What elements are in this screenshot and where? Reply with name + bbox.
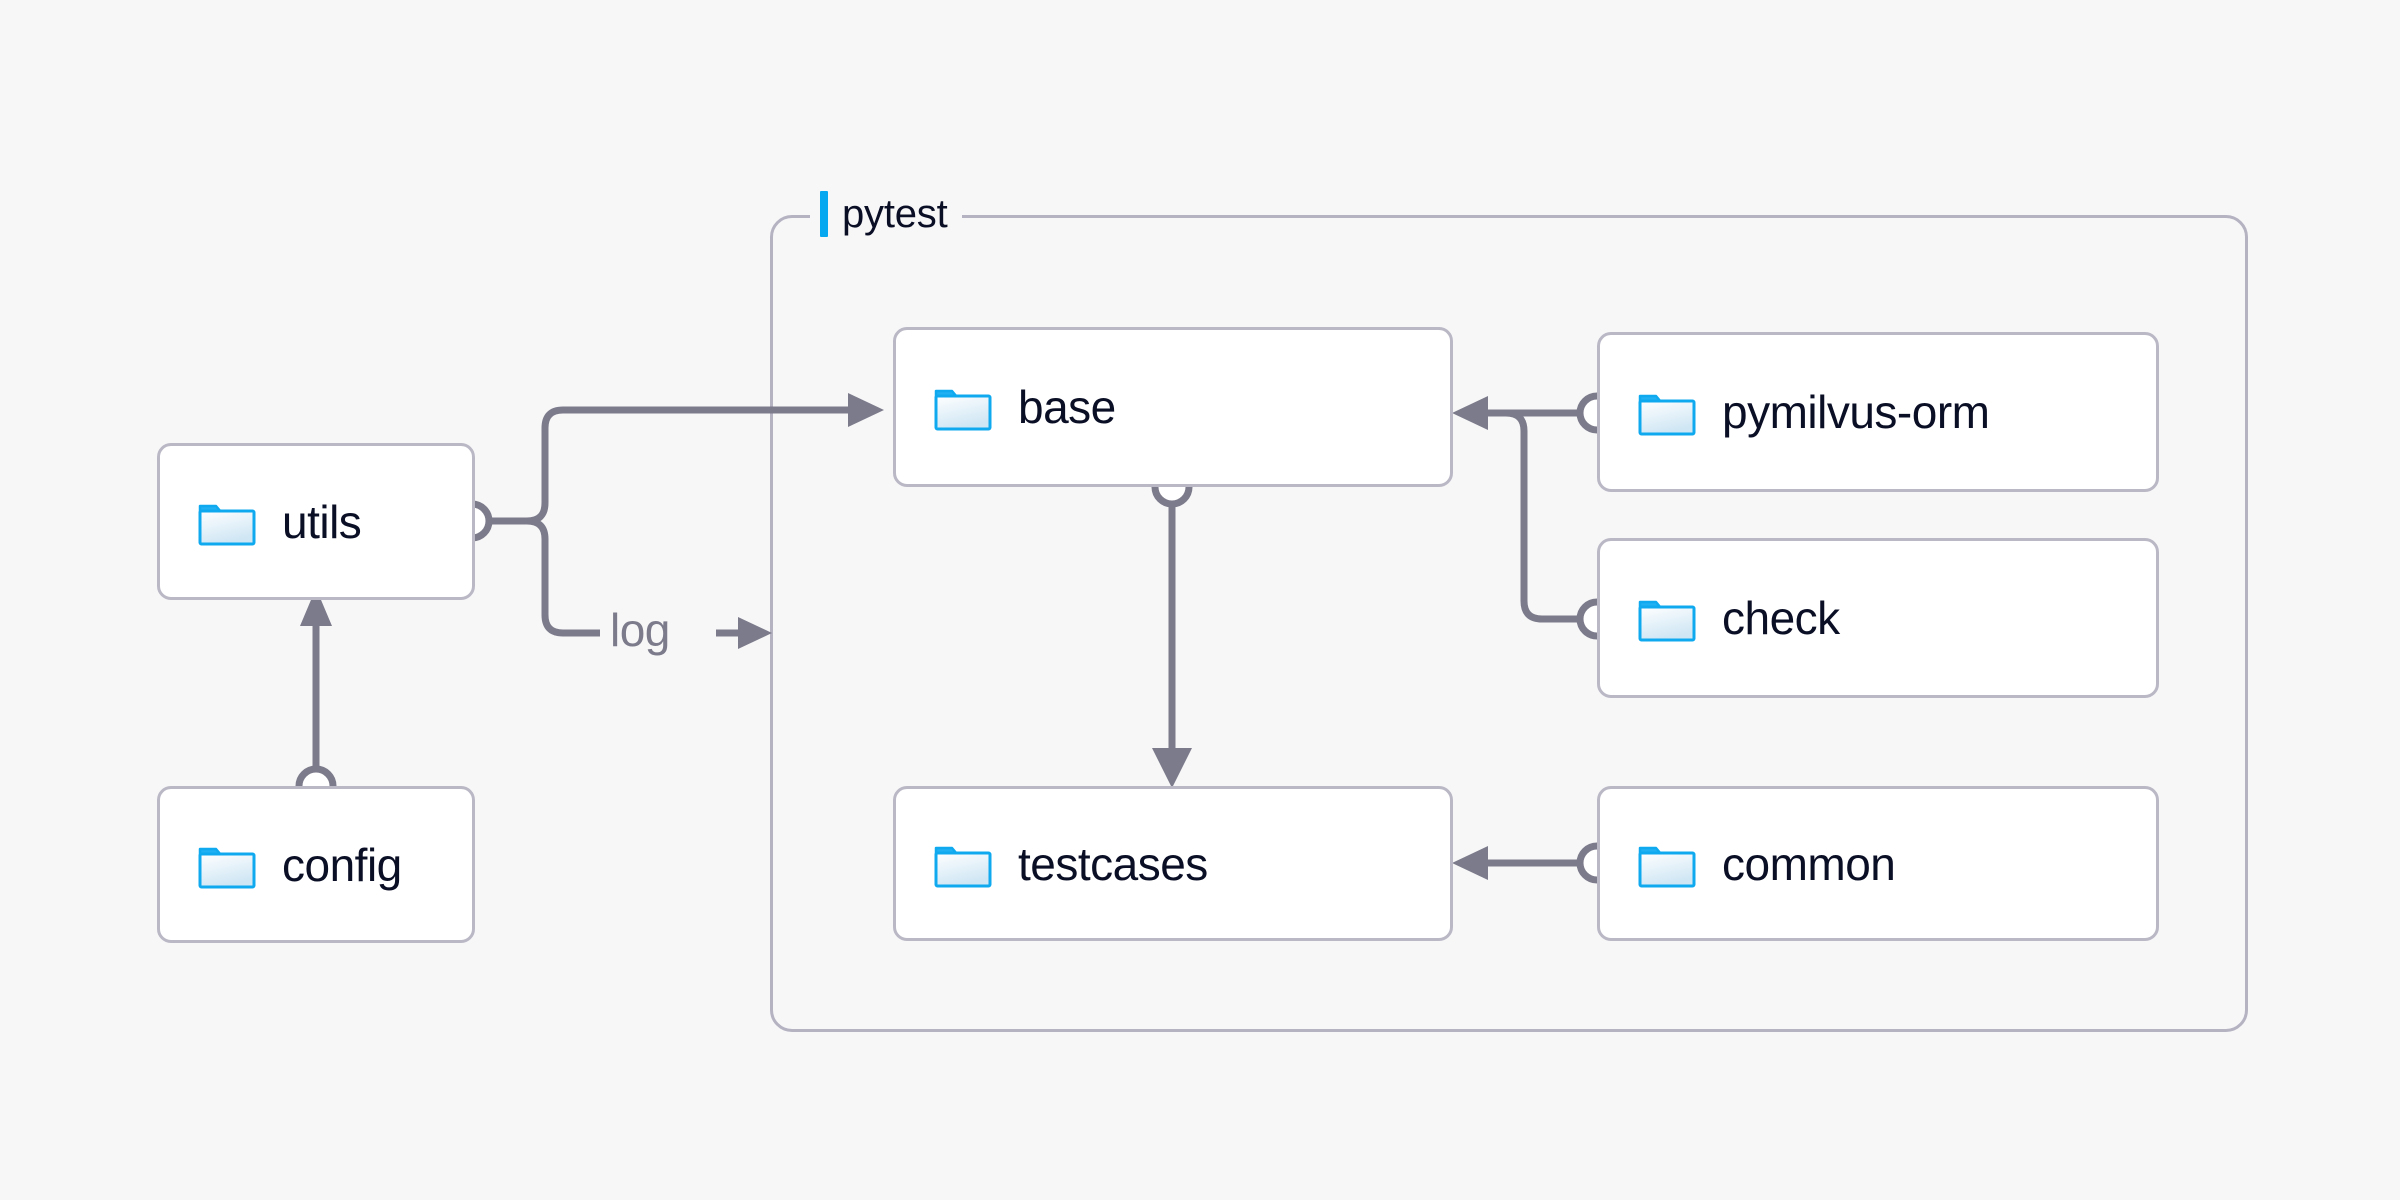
node-config-content: config — [160, 841, 402, 889]
edge-label-log-text: log — [610, 604, 670, 656]
node-pymilvus-orm[interactable]: pymilvus-orm — [1597, 332, 2159, 492]
folder-icon — [1638, 600, 1696, 642]
node-pymilvus-orm-content: pymilvus-orm — [1600, 386, 1990, 438]
group-label-text: pytest — [842, 192, 948, 236]
node-common-content: common — [1600, 837, 1896, 890]
node-testcases-content: testcases — [896, 840, 1208, 888]
node-utils[interactable]: utils — [157, 443, 475, 600]
node-common-label: common — [1722, 837, 1896, 890]
node-config[interactable]: config — [157, 786, 475, 943]
node-testcases[interactable]: testcases — [893, 786, 1453, 941]
edge-label-log: log — [602, 607, 678, 653]
group-label-pytest: pytest — [810, 186, 962, 242]
edge-config-to-utils — [295, 588, 337, 807]
folder-icon — [934, 846, 992, 887]
folder-icon — [1638, 394, 1696, 436]
node-pymilvus-orm-label: pymilvus-orm — [1722, 386, 1990, 438]
node-common[interactable]: common — [1597, 786, 2159, 941]
node-check-label: check — [1722, 592, 1840, 644]
node-base-label: base — [1018, 381, 1116, 433]
edge-log-arrowhead — [716, 617, 772, 649]
node-base[interactable]: base — [893, 327, 1453, 487]
node-utils-content: utils — [160, 495, 362, 548]
node-check[interactable]: check — [1597, 538, 2159, 698]
folder-icon — [198, 847, 256, 888]
node-utils-label: utils — [282, 495, 362, 548]
node-check-content: check — [1600, 594, 1840, 642]
folder-icon — [1638, 846, 1696, 887]
node-testcases-label: testcases — [1018, 837, 1208, 890]
node-config-label: config — [282, 838, 402, 891]
folder-icon — [934, 389, 992, 431]
folder-icon — [198, 504, 256, 545]
accent-bar-icon — [820, 191, 828, 237]
node-base-content: base — [896, 383, 1116, 431]
